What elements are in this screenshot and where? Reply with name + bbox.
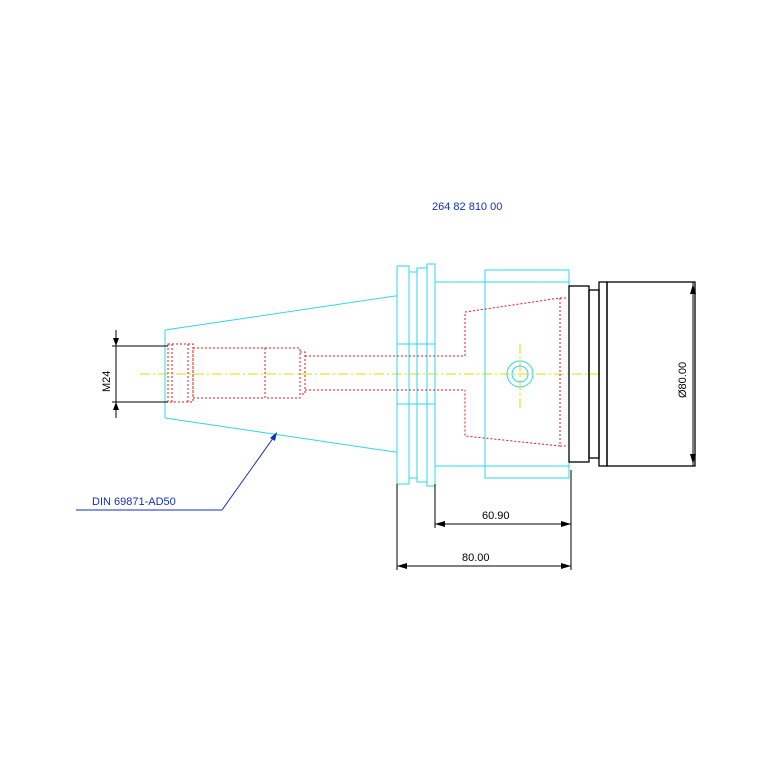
length-dimension-80 [396,484,571,570]
part-number: 264 82 810 00 [432,201,502,213]
diameter-dimension [690,282,696,466]
standard-leader [76,432,277,511]
nose-piece [568,281,696,467]
standard-label: DIN 69871-AD50 [92,496,176,508]
flange [395,263,436,487]
hidden-lines [167,297,566,447]
dim-60-label: 60.90 [482,510,510,522]
diameter-label: Ø80.00 [677,362,689,398]
thread-label: M24 [101,371,113,392]
taper-cone [164,295,396,453]
centerline [140,344,600,410]
length-dimension-60 [434,470,572,570]
thread-dimension [112,330,168,418]
dim-80-label: 80.00 [462,552,490,564]
